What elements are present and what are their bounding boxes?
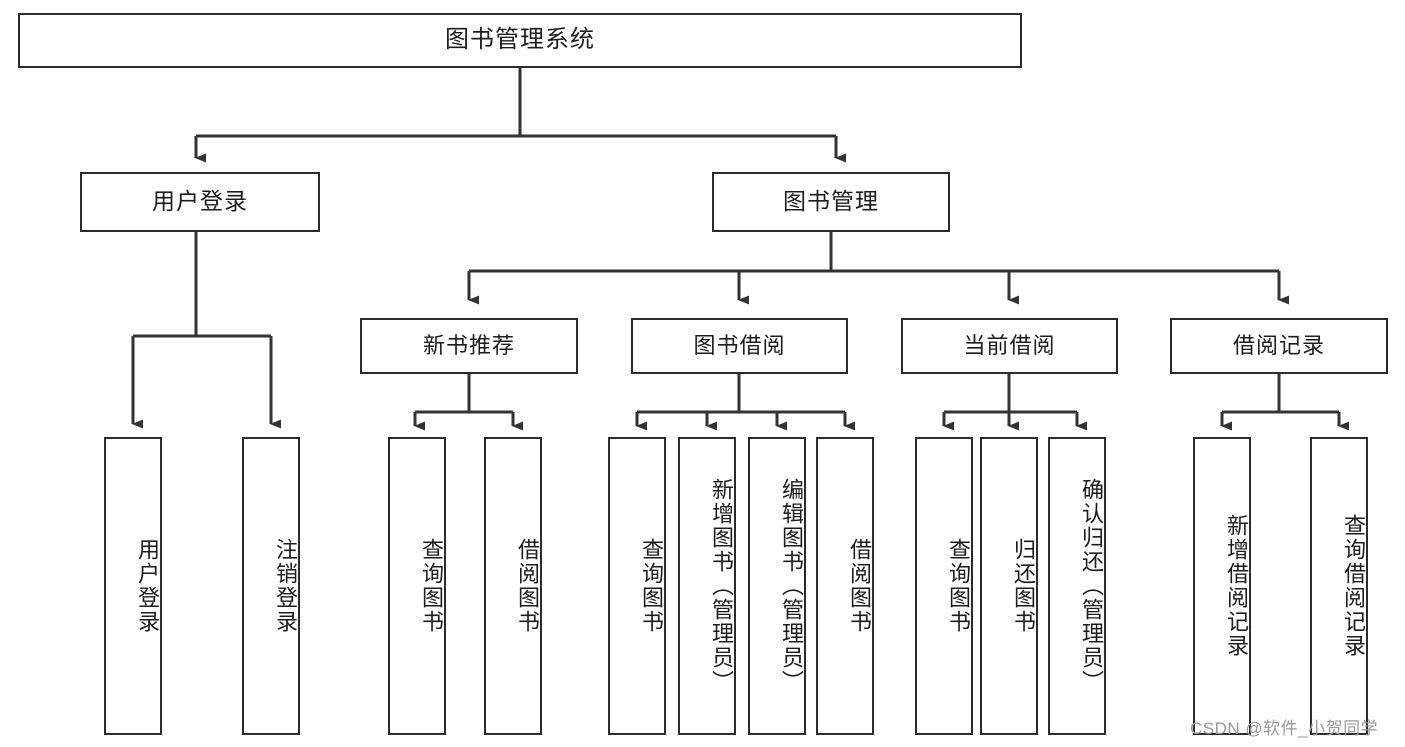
leaf-book-borrow-query[interactable]: 查询图书 (608, 437, 666, 735)
node-label: 新增图书（管理员） (709, 478, 734, 694)
node-label: 查询图书 (946, 538, 971, 634)
leaf-current-borrow-return[interactable]: 归还图书 (980, 437, 1038, 735)
leaf-current-borrow-confirm-return[interactable]: 确认归还（管理员） (1048, 437, 1106, 735)
node-label: 查询图书 (419, 538, 444, 634)
node-label: 确认归还（管理员） (1079, 478, 1104, 694)
node-label: 借阅记录 (1232, 332, 1325, 358)
leaf-borrow-record-query[interactable]: 查询借阅记录 (1310, 437, 1368, 735)
node-label: 图书管理系统 (445, 26, 595, 54)
node-label: 当前借阅 (963, 332, 1056, 358)
node-label: 编辑图书（管理员） (779, 478, 804, 694)
node-label: 用户登录 (152, 188, 248, 215)
leaf-new-book-borrow[interactable]: 借阅图书 (484, 437, 542, 735)
csdn-watermark: CSDN @软件_小贺同学 (1190, 719, 1379, 738)
node-label: 新书推荐 (422, 332, 515, 358)
leaf-book-borrow-borrow[interactable]: 借阅图书 (816, 437, 874, 735)
node-label: 新增借阅记录 (1224, 514, 1249, 658)
node-label: 注销登录 (273, 538, 298, 634)
leaf-book-borrow-edit[interactable]: 编辑图书（管理员） (748, 437, 806, 735)
node-current-borrow[interactable]: 当前借阅 (901, 318, 1118, 374)
node-label: 查询图书 (639, 538, 664, 634)
node-label: 图书管理 (783, 188, 879, 215)
node-borrow-record[interactable]: 借阅记录 (1170, 318, 1388, 374)
node-book-borrow[interactable]: 图书借阅 (631, 318, 848, 374)
node-label: 归还图书 (1011, 538, 1036, 634)
node-label: 用户登录 (135, 538, 160, 634)
node-label: 借阅图书 (515, 538, 540, 634)
leaf-new-book-query[interactable]: 查询图书 (388, 437, 446, 735)
node-new-book-recommend[interactable]: 新书推荐 (360, 318, 578, 374)
node-root-system[interactable]: 图书管理系统 (18, 13, 1022, 68)
node-label: 借阅图书 (847, 538, 872, 634)
leaf-user-login-login[interactable]: 用户登录 (104, 437, 162, 735)
node-user-login[interactable]: 用户登录 (80, 172, 320, 232)
node-label: 查询借阅记录 (1341, 514, 1366, 658)
leaf-user-login-logout[interactable]: 注销登录 (242, 437, 300, 735)
node-label: 图书借阅 (693, 332, 786, 358)
node-book-management[interactable]: 图书管理 (712, 172, 950, 232)
leaf-book-borrow-add[interactable]: 新增图书（管理员） (678, 437, 736, 735)
leaf-borrow-record-add[interactable]: 新增借阅记录 (1193, 437, 1251, 735)
leaf-current-borrow-query[interactable]: 查询图书 (915, 437, 973, 735)
